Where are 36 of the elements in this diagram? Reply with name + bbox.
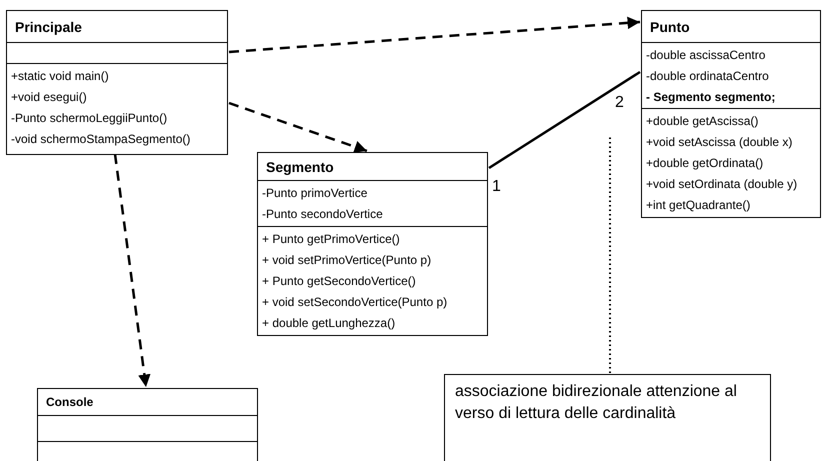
- method-text: +int getQuadrante(): [646, 197, 752, 214]
- leader-line: [609, 135, 611, 373]
- class-box: [257, 152, 488, 336]
- method-text: + double getLunghezza(): [262, 315, 396, 332]
- class-name: Punto: [650, 18, 690, 34]
- multiplicity-label: 1: [492, 178, 501, 196]
- note-text: associazione bidirezionale attenzione al verso di lettura delle cardinalità: [455, 383, 737, 422]
- method-text: +void setAscissa (double x): [646, 134, 794, 151]
- class-box: [37, 388, 258, 461]
- method-text: +void setOrdinata (double y): [646, 176, 798, 193]
- method-text: + void setPrimoVertice(Punto p): [262, 252, 432, 269]
- method-text: -Punto schermoLeggiiPunto(): [11, 110, 168, 127]
- dependency-arrow: [114, 154, 151, 388]
- class-name: Segmento: [266, 158, 334, 174]
- method-text: + void setSecondoVertice(Punto p): [262, 294, 448, 311]
- attribute-text: -double ordinataCentro: [646, 68, 770, 85]
- method-text: -void schermoStampaSegmento(): [11, 131, 192, 148]
- attribute-text: -Punto primoVertice: [262, 185, 368, 202]
- class-box: [6, 10, 228, 155]
- class-name: Console: [46, 395, 94, 409]
- class-box: [641, 10, 821, 218]
- method-text: + Punto getSecondoVertice(): [262, 273, 417, 290]
- attribute-text: -double ascissaCentro: [646, 47, 766, 64]
- dependency-arrow: [228, 102, 368, 153]
- method-text: +double getAscissa(): [646, 113, 760, 130]
- method-text: +static void main(): [11, 68, 110, 85]
- method-text: + Punto getPrimoVertice(): [262, 231, 401, 248]
- dependency-arrow: [228, 16, 640, 54]
- association-line: [488, 70, 641, 170]
- method-text: +void esegui(): [11, 89, 88, 106]
- multiplicity-label: 2: [615, 94, 624, 112]
- class-name: Principale: [15, 18, 82, 34]
- attribute-text: - Segmento segmento;: [646, 89, 776, 106]
- note-box: [444, 374, 771, 461]
- attribute-text: -Punto secondoVertice: [262, 206, 384, 223]
- method-text: +double getOrdinata(): [646, 155, 764, 172]
